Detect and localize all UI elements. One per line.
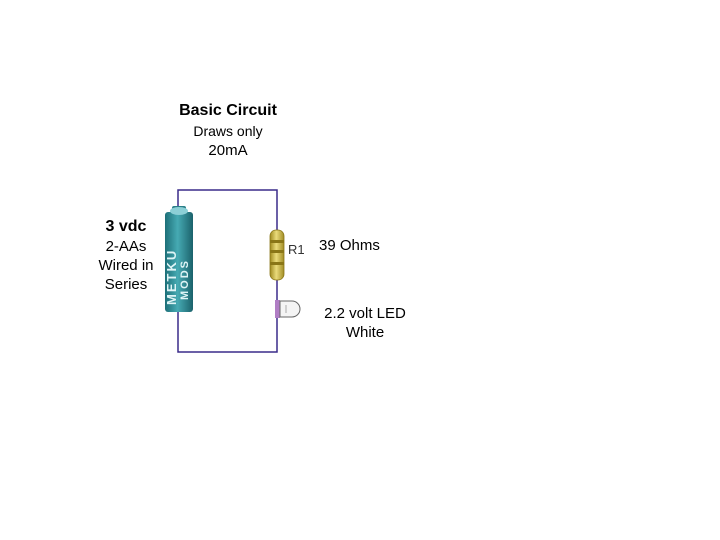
led-label-line-2: White (345, 324, 385, 341)
battery-label-line-3: Series (104, 276, 148, 293)
wire-top (177, 189, 278, 230)
battery-voltage-label: 3 vdc (105, 218, 147, 235)
battery-label-line-1: 2-AAs (105, 238, 147, 255)
resistor-designator: R1 (288, 242, 305, 257)
resistor-value-label: 39 Ohms (319, 237, 380, 254)
battery-icon: METKU MODS (164, 206, 193, 312)
title-line-1: Draws only (193, 123, 263, 139)
battery-brand-top: METKU (164, 249, 179, 305)
wire-bottom (177, 312, 278, 353)
wires (177, 189, 278, 353)
battery-brand-bottom: MODS (179, 259, 191, 300)
title-line-2: 20mA (208, 142, 248, 159)
resistor-icon (269, 229, 285, 281)
led-icon (275, 300, 301, 318)
diagram-title: Basic Circuit (179, 102, 277, 119)
battery-label-line-2: Wired in (98, 257, 154, 274)
led-label-line-1: 2.2 volt LED (324, 305, 406, 322)
